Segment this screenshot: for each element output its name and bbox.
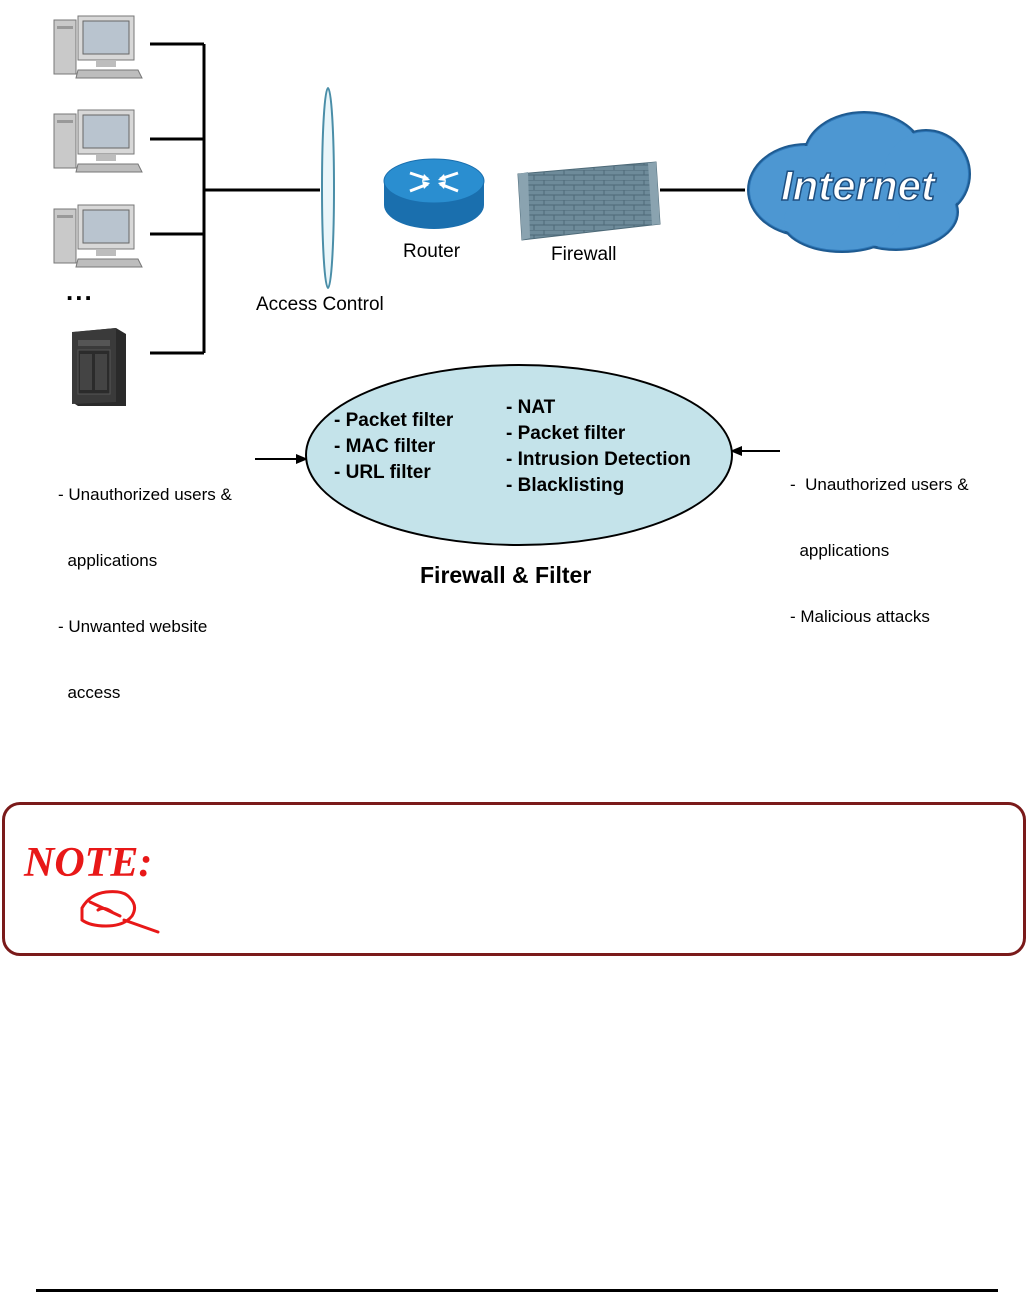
right-threat-line: - Unauthorized users &	[790, 475, 969, 494]
footer-rule	[36, 1289, 998, 1292]
diagram-title: Firewall & Filter	[420, 562, 592, 588]
left-threat-line: - Unwanted website	[58, 617, 208, 636]
router-icon	[383, 158, 485, 229]
hand-writing-icon	[80, 890, 160, 934]
internet-cloud-icon: Internet	[747, 111, 971, 253]
filter-item: - Blacklisting	[506, 475, 625, 496]
left-threat-line: - Unauthorized users &	[58, 485, 232, 504]
router-label: Router	[403, 241, 461, 262]
access-control-label: Access Control	[256, 294, 384, 315]
computer-icon	[53, 204, 143, 268]
right-threat-line: applications	[790, 541, 890, 560]
left-threat-line: applications	[58, 551, 158, 570]
note-box	[2, 802, 1026, 956]
filter-item: - Packet filter	[334, 410, 454, 431]
right-threat-line: - Malicious attacks	[790, 607, 930, 626]
right-arrow-head	[730, 446, 742, 456]
filter-ellipse	[305, 364, 733, 546]
left-threat-line: access	[58, 683, 121, 702]
note-logo-text: NOTE:	[23, 840, 152, 886]
left-arrow-head	[296, 454, 308, 464]
server-icon	[72, 328, 126, 406]
right-threats: - Unauthorized users & applications - Ma…	[790, 430, 969, 650]
note-logo: NOTE:	[23, 840, 160, 934]
computer-icon	[53, 109, 143, 173]
filter-item: - Intrusion Detection	[506, 449, 691, 470]
filter-item: - URL filter	[334, 462, 431, 483]
firewall-icon	[517, 161, 661, 241]
filter-item: - MAC filter	[334, 436, 436, 457]
filter-left-list: - Packet filter - MAC filter - URL filte…	[334, 408, 453, 486]
more-devices-ellipsis: ...	[66, 276, 94, 306]
internet-label: Internet	[781, 162, 937, 209]
filter-item: - Packet filter	[506, 423, 626, 444]
left-threats: - Unauthorized users & applications - Un…	[58, 440, 232, 726]
access-control-icon	[321, 87, 335, 289]
firewall-label: Firewall	[551, 244, 617, 265]
filter-item: - NAT	[506, 397, 556, 418]
filter-right-list: - NAT - Packet filter - Intrusion Detect…	[506, 395, 691, 499]
diagram-lines	[150, 42, 780, 464]
computer-icon	[53, 15, 143, 79]
